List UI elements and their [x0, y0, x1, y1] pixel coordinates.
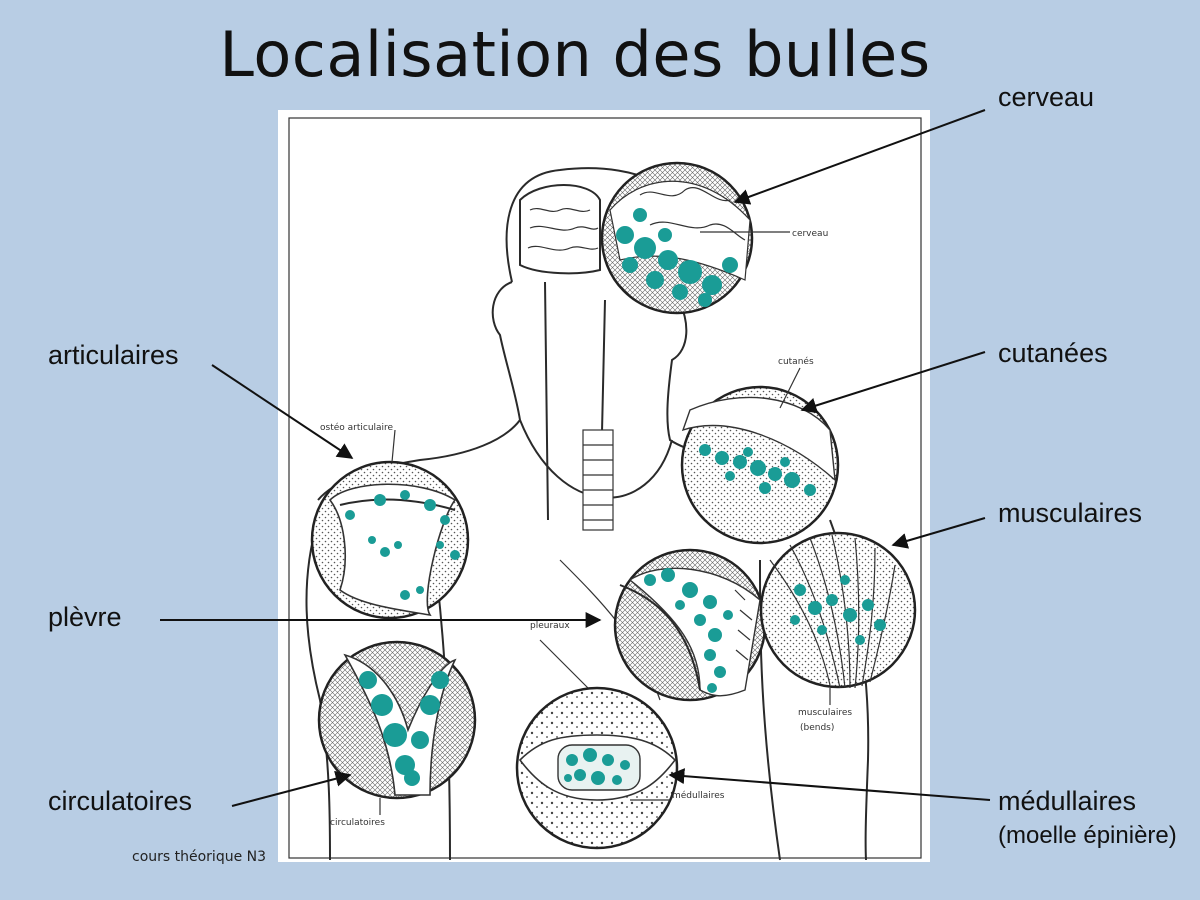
figure-label-musculaires: musculaires — [798, 708, 852, 718]
medullaires-circle: médullaires — [515, 686, 725, 850]
arrow-musculaires — [891, 517, 986, 549]
cerveau-circle: cerveau — [600, 161, 828, 315]
figure-label-cerveau: cerveau — [792, 229, 828, 239]
callout-arrows — [160, 109, 991, 807]
brain-outline — [519, 184, 601, 275]
arrow-articulaires — [211, 364, 354, 459]
figure-label-cutanes: cutanés — [778, 356, 814, 367]
callout-plevre: plèvre — [48, 602, 122, 632]
callout-cutanees: cutanées — [998, 338, 1108, 368]
figure-label-pleuraux: pleuraux — [530, 621, 570, 631]
callout-medullaires-sub: (moelle épinière) — [998, 822, 1177, 849]
figure-label-bends: (bends) — [800, 723, 834, 733]
figure-label-circulatoires: circulatoires — [330, 818, 385, 828]
callout-medullaires: médullaires — [998, 786, 1137, 816]
slide-footer: cours théorique N3 — [132, 849, 267, 865]
figure-label-medullaires: médullaires — [672, 790, 725, 801]
slide-title: Localisation des bulles — [219, 18, 931, 91]
arrow-cerveau — [733, 109, 986, 205]
arrow-cutanees — [800, 351, 986, 414]
musculaires-circle: musculaires (bends) — [759, 531, 917, 733]
callout-circulatoires: circulatoires — [48, 786, 193, 816]
plevre-circle: pleuraux — [530, 548, 767, 702]
spine — [582, 429, 614, 531]
arrow-circulatoires — [231, 770, 352, 807]
cutanees-circle: cutanés — [680, 356, 840, 545]
articulaires-circle: ostéo articulaire — [310, 422, 470, 620]
figure-label-osteo: ostéo articulaire — [320, 422, 394, 433]
circulatoires-circle: circulatoires — [317, 640, 477, 828]
callout-articulaires: articulaires — [48, 340, 179, 370]
callout-musculaires: musculaires — [998, 498, 1143, 528]
callout-cerveau: cerveau — [998, 82, 1095, 112]
arrow-medullaires — [668, 768, 991, 801]
